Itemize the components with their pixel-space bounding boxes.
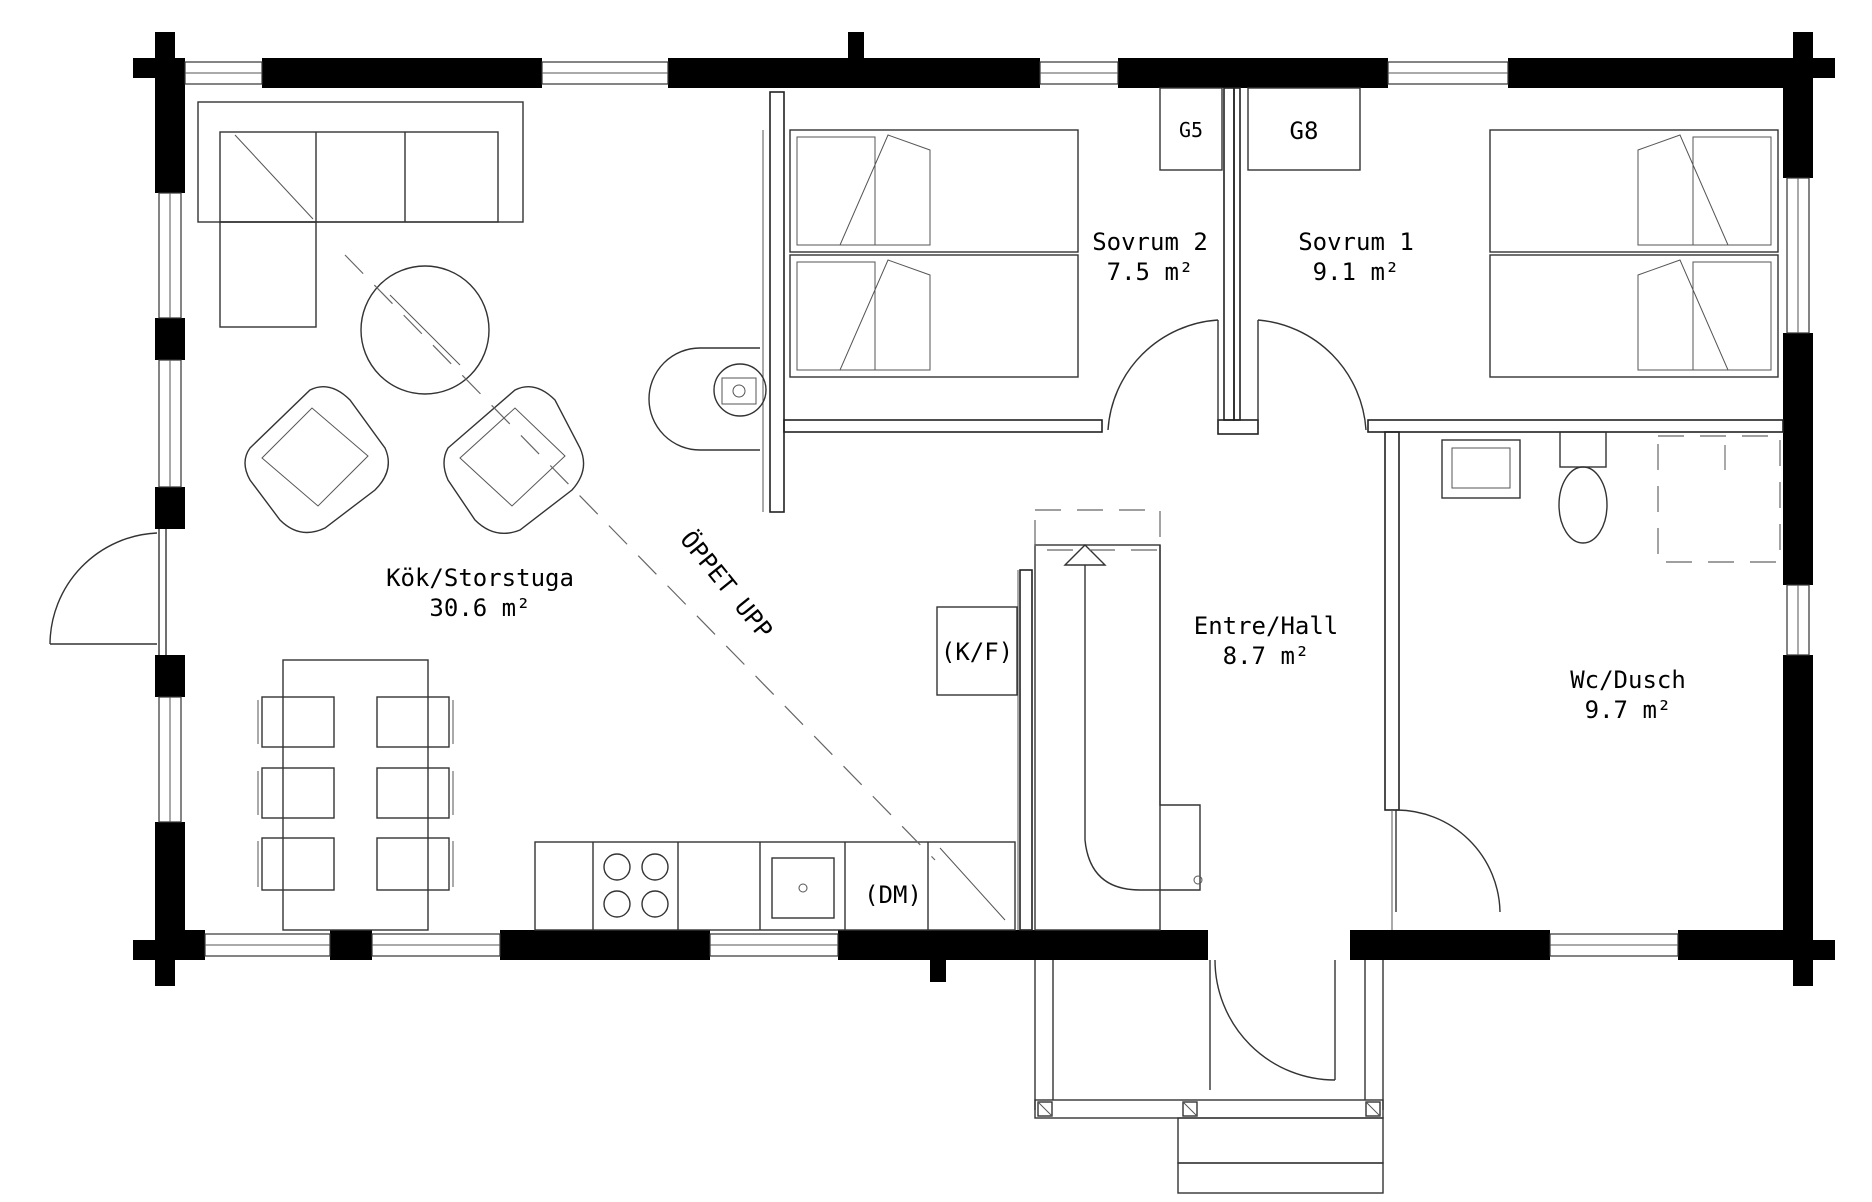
sovrum2-area: 7.5 m²	[1107, 258, 1194, 286]
dining-table	[257, 659, 454, 931]
front-door-left	[49, 529, 167, 655]
coffee-table	[360, 265, 490, 395]
entrance-porch	[1034, 960, 1384, 1194]
exterior-walls	[133, 32, 1835, 986]
kf-label: (K/F)	[941, 638, 1013, 666]
wardrobe-g8	[1247, 87, 1361, 171]
sovrum1-name: Sovrum 1	[1298, 228, 1414, 256]
open-to-above-line	[344, 254, 936, 861]
wardrobe-g5	[1159, 87, 1223, 171]
armchair-right	[443, 386, 585, 534]
staircase	[1034, 509, 1203, 931]
dm-label: (DM)	[864, 881, 922, 909]
sovrum2-beds	[789, 129, 1079, 378]
fridge-freezer	[936, 606, 1018, 696]
g5-label: G5	[1179, 118, 1203, 142]
interior-walls	[762, 87, 1784, 931]
armchair-left	[244, 386, 389, 534]
room-labels: Kök/Storstuga 30.6 m² Sovrum 2 7.5 m² So…	[386, 117, 1686, 909]
kok-name: Kök/Storstuga	[386, 564, 574, 592]
bathroom-fixtures	[1441, 431, 1781, 563]
sovrum2-name: Sovrum 2	[1092, 228, 1208, 256]
sofa	[197, 101, 524, 328]
wc-area: 9.7 m²	[1585, 696, 1672, 724]
open-up-label: ÖPPET UPP	[674, 525, 778, 644]
kitchen-counter	[534, 841, 1016, 931]
windows	[158, 61, 1810, 957]
entre-name: Entre/Hall	[1194, 612, 1339, 640]
interior-doors	[1107, 319, 1501, 1090]
wc-name: Wc/Dusch	[1570, 666, 1686, 694]
sovrum1-beds	[1489, 129, 1779, 378]
g8-label: G8	[1290, 117, 1319, 145]
entre-area: 8.7 m²	[1223, 642, 1310, 670]
stove	[648, 347, 767, 451]
kok-area: 30.6 m²	[429, 594, 530, 622]
sovrum1-area: 9.1 m²	[1313, 258, 1400, 286]
